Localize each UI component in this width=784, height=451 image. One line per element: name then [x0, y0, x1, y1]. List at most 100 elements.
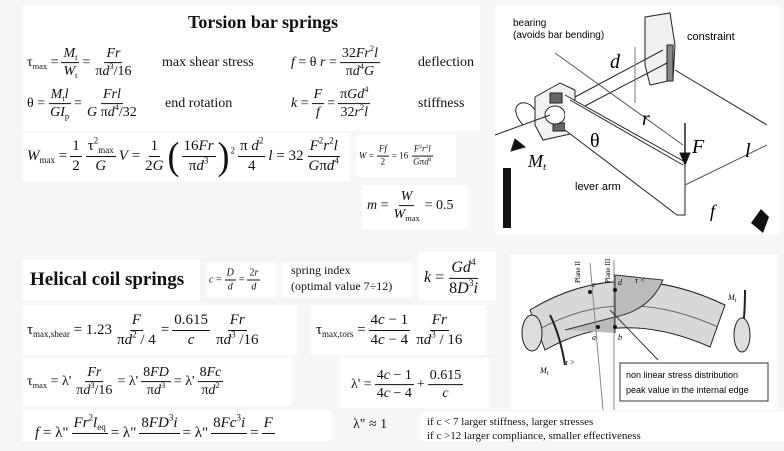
lever-arm-label: lever arm [575, 181, 621, 193]
bar [574, 49, 668, 108]
constraint-hatch [666, 44, 674, 82]
tau-less-label: τ < [635, 276, 645, 285]
deflection-label: deflection [418, 55, 474, 70]
bar-end [544, 105, 566, 125]
note-nonlinear: non linear stress distribution [626, 370, 738, 380]
helical-title-panel [22, 260, 200, 300]
equation-term: V = [118, 147, 141, 164]
equation-term: = [82, 55, 91, 70]
deflection-panel [22, 410, 332, 441]
spring-index-panel [282, 262, 412, 298]
equation-paren: ( [167, 134, 180, 178]
coil-deflection-equation: f = λ"Fr2leq = λ"8FD3i = λ"8Fc3i =F [34, 412, 277, 451]
equation-term: + [416, 377, 425, 392]
equation-fraction: F [261, 415, 275, 451]
equation-term: 2 [230, 145, 236, 156]
mt-label-left: Mt [539, 366, 549, 377]
r-dimension [554, 52, 684, 146]
conditions-panel [420, 412, 784, 441]
efficiency-panel [362, 185, 468, 229]
condition-small-index: if c < 7 larger stiffness, larger stress… [427, 416, 594, 428]
equation-term: = [250, 424, 259, 441]
point-c: c [592, 280, 596, 289]
torsion-panel [22, 5, 480, 131]
helical-title: Helical coil springs [30, 269, 185, 290]
energy-panel-2 [356, 135, 456, 177]
equation-term: f = θ r = [291, 55, 337, 70]
equation-term: = [74, 96, 82, 111]
notes-box [619, 362, 769, 402]
spring-index-range: (optimal value 7÷12) [291, 279, 393, 293]
equation-term: W = [359, 151, 374, 161]
bearing-label: bearing [513, 18, 546, 29]
F-label: F [691, 136, 705, 158]
equation-term: τmax = λ' [27, 374, 72, 390]
constraint-label: constraint [687, 31, 735, 43]
moment-label: Mt [527, 151, 547, 173]
condition-large-index: if c >12 larger compliance, smaller effe… [427, 430, 641, 442]
equation-term: = λ' [117, 374, 139, 389]
energy-panel [22, 133, 350, 181]
equation-fraction: Fr2leq [71, 412, 108, 434]
equation-fraction: 8FD3i [139, 413, 180, 451]
equation-term: = 16 [391, 151, 409, 161]
point-a: a [592, 333, 596, 342]
equation-paren: ) [217, 134, 230, 178]
point-b: b [618, 333, 622, 342]
end-rotation-label: end rotation [165, 96, 233, 111]
coil-section [529, 280, 726, 351]
l-dimension [684, 144, 768, 186]
f-label: f [710, 201, 718, 221]
r-label: r [642, 108, 650, 130]
equation-fraction: 8Fc3i [211, 413, 248, 451]
stress-distribution [564, 274, 664, 333]
equation-term: = λ' [173, 374, 195, 389]
equation-term: = 0.5 [424, 198, 454, 213]
equation-term: k = [424, 269, 445, 286]
lambda-panel [340, 358, 490, 408]
spring-index-label: spring index [291, 263, 351, 277]
mt-label-right: Mt [727, 293, 737, 304]
torsion-title: Torsion bar springs [188, 12, 339, 32]
bearing-note-label: (avoids bar bending) [513, 30, 604, 41]
shear-panel [22, 305, 297, 355]
equation-term: λ' = [351, 377, 372, 392]
equation-term: l = 32 [268, 147, 304, 164]
ink-mark-2 [751, 209, 769, 233]
ink-mark [503, 168, 511, 228]
equation-term: m = [367, 198, 389, 213]
lever-arm [564, 94, 686, 216]
equation-term: θ = [27, 96, 46, 111]
moment-arrow-left [549, 314, 566, 366]
equation-term: τmax,shear = 1.23 [27, 321, 113, 339]
